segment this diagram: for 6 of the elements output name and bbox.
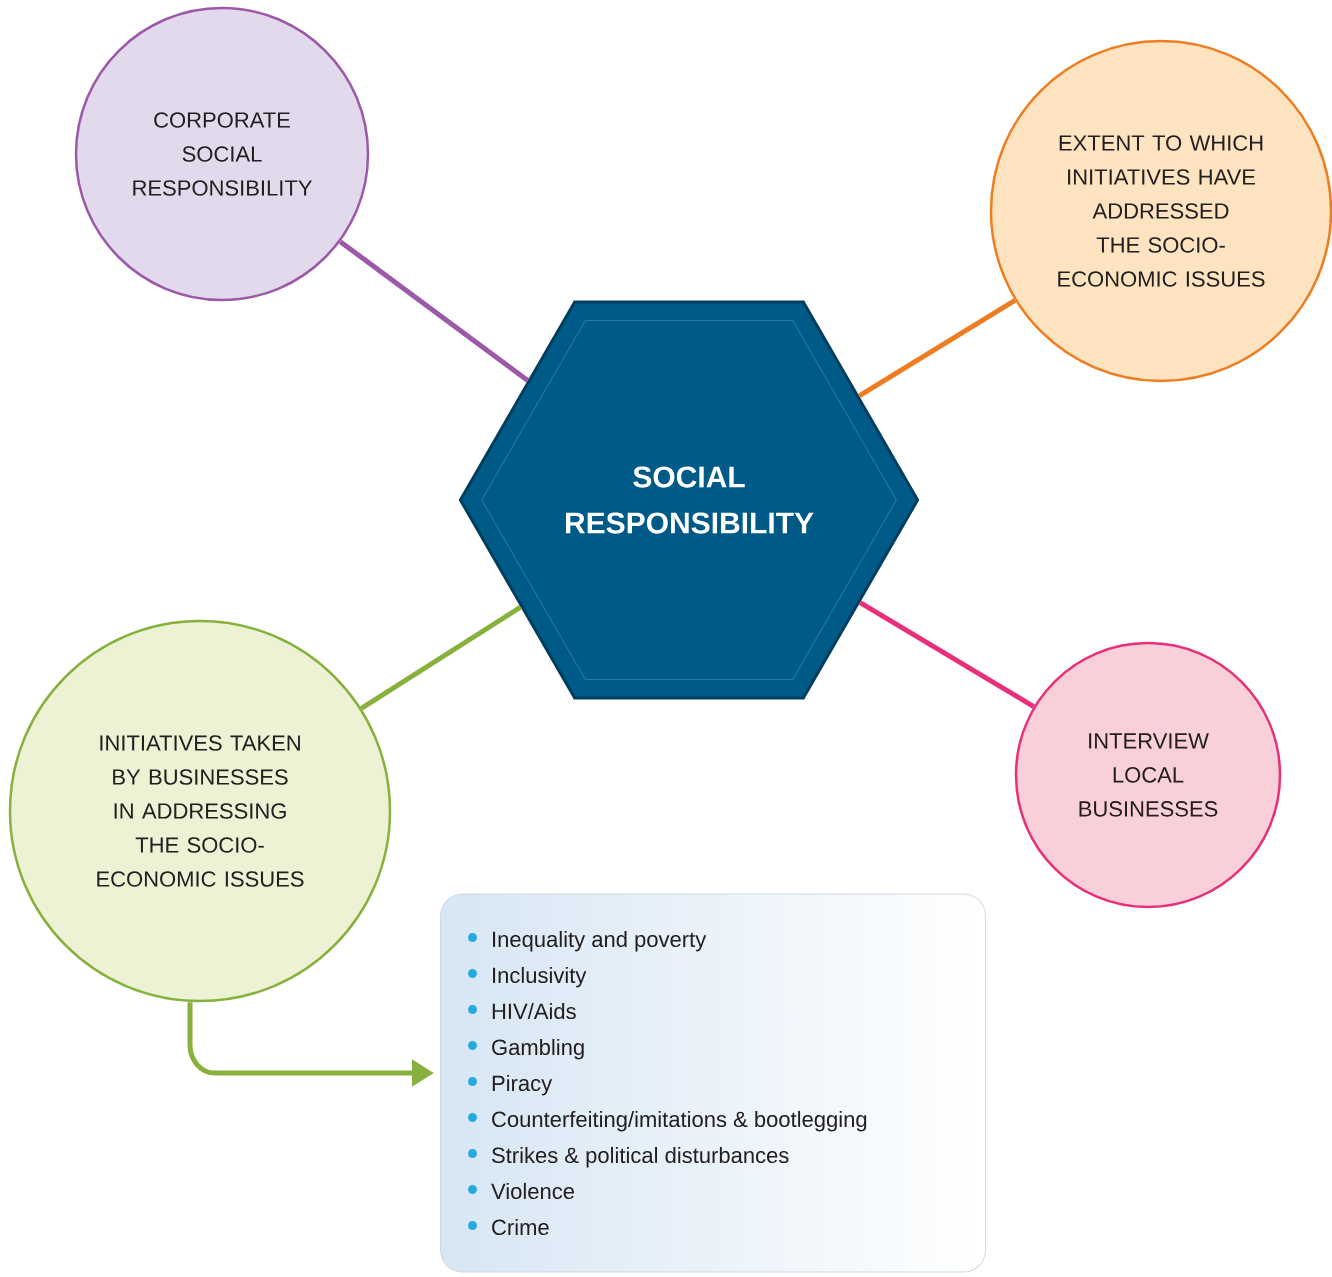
- connector-line: [857, 298, 1017, 398]
- connector-line: [338, 239, 530, 383]
- connector-line: [858, 600, 1035, 709]
- hexagon: SOCIAL RESPONSIBILITY: [458, 300, 920, 700]
- issue-list-box: Inequality and poverty Inclusivity HIV/Aids Gambling Piracy Counterfeiting/imitations & bootlegging Strikes & political disturbances Violence Crime: [440, 893, 986, 1273]
- connector-line: [360, 605, 522, 711]
